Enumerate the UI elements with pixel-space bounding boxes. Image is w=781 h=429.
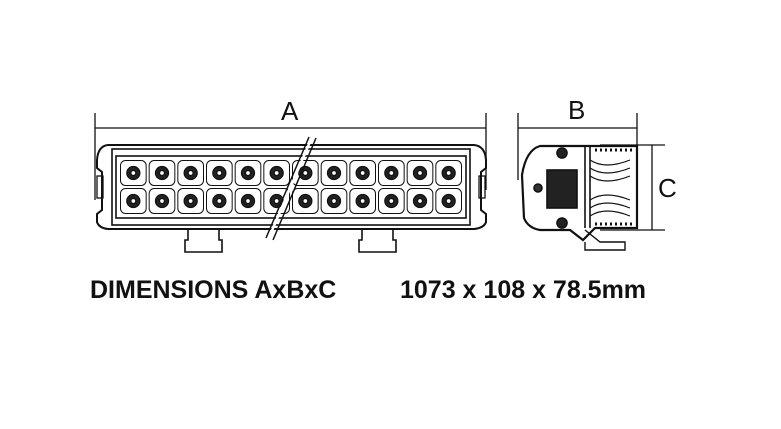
led-center xyxy=(388,197,395,205)
led-center xyxy=(273,197,280,205)
led-reflector xyxy=(320,188,348,214)
led-reflector xyxy=(435,188,463,214)
led-reflector xyxy=(148,188,176,214)
led-center xyxy=(273,169,280,177)
led-reflector xyxy=(349,160,377,186)
led-reflector xyxy=(406,160,434,186)
led-reflector xyxy=(349,188,377,214)
led-reflector xyxy=(234,160,262,186)
led-center xyxy=(216,197,223,205)
led-center xyxy=(359,169,366,177)
led-reflector xyxy=(206,188,233,214)
led-reflector xyxy=(148,160,176,186)
led-center xyxy=(445,169,452,177)
label-c: C xyxy=(658,173,677,203)
led-center xyxy=(302,169,309,177)
led-center xyxy=(244,197,252,205)
led-reflector xyxy=(206,160,233,186)
light-bar-front-view xyxy=(96,136,487,253)
led-reflector xyxy=(177,188,204,214)
led-center xyxy=(416,197,424,205)
led-reflector xyxy=(378,160,405,186)
dimensions-title: DIMENSIONS AxBxC xyxy=(90,276,337,304)
led-reflector xyxy=(120,188,147,214)
led-reflector xyxy=(435,160,463,186)
led-center xyxy=(158,197,166,205)
led-reflector xyxy=(263,160,291,186)
led-center xyxy=(216,169,223,177)
led-center xyxy=(302,197,309,205)
led-center xyxy=(158,169,166,177)
label-a: A xyxy=(281,96,299,126)
led-reflector xyxy=(234,188,262,214)
led-center xyxy=(388,169,395,177)
led-reflector xyxy=(378,188,405,214)
led-center xyxy=(187,197,194,205)
mount-left xyxy=(184,229,223,253)
led-reflector xyxy=(406,188,434,214)
light-bar-side-view xyxy=(520,144,639,251)
break-line xyxy=(266,136,314,241)
led-reflector xyxy=(292,188,319,214)
label-b: B xyxy=(568,95,585,125)
led-center xyxy=(244,169,252,177)
dimensions-value: 1073 x 108 x 78.5mm xyxy=(400,276,647,304)
led-center xyxy=(330,197,338,205)
led-reflector xyxy=(292,160,319,186)
led-center xyxy=(416,169,424,177)
led-center xyxy=(187,169,194,177)
led-center xyxy=(130,197,137,205)
led-center xyxy=(359,197,366,205)
led-reflector xyxy=(177,160,204,186)
mount-right xyxy=(358,229,397,253)
led-center xyxy=(330,169,338,177)
led-center xyxy=(130,169,137,177)
led-reflector xyxy=(320,160,348,186)
led-center xyxy=(445,197,452,205)
led-reflector xyxy=(120,160,147,186)
